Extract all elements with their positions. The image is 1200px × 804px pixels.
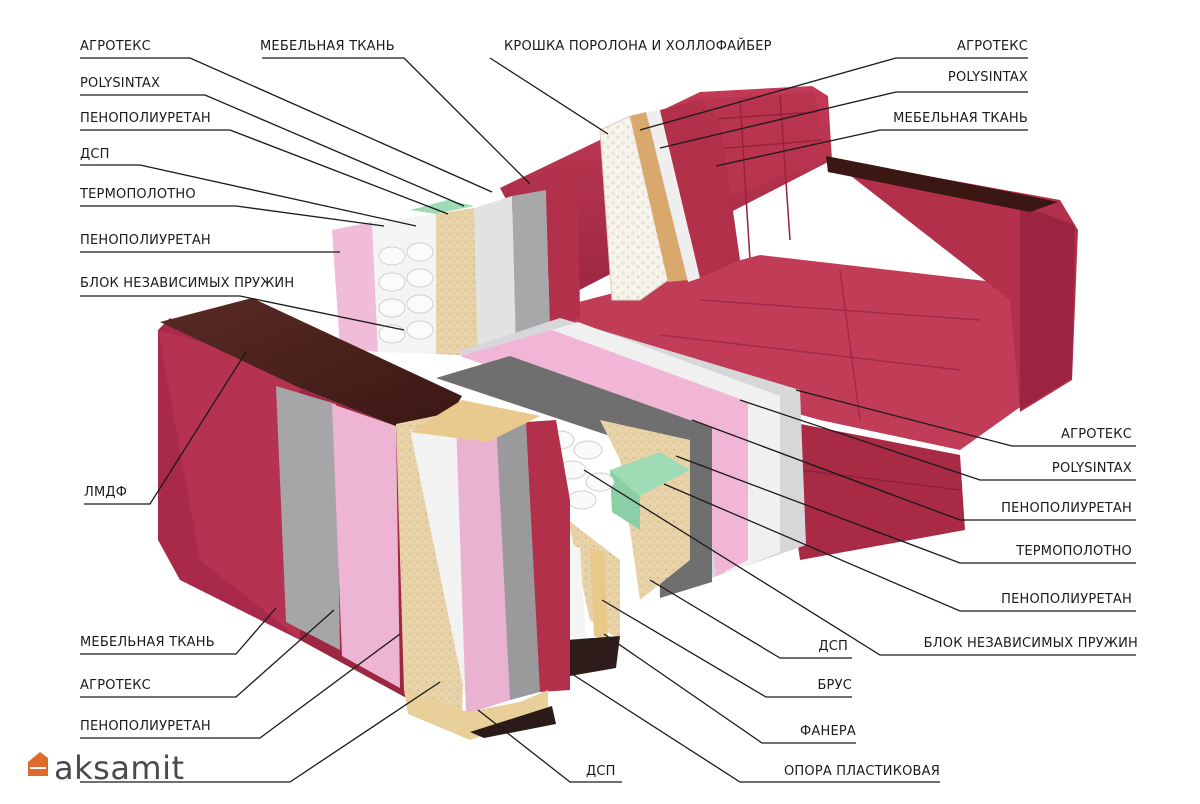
label-right-brus: БРУС: [817, 678, 852, 693]
left-armrest-cutaway: [158, 298, 570, 740]
leader-left-termopolotno: [80, 205, 385, 227]
leader-left-agrotex-2: [80, 609, 335, 698]
label-right-ppu-1: ПЕНОПОЛИУРЕТАН: [1001, 501, 1132, 516]
leader-right-brus: [601, 599, 852, 698]
label-bottom-dsp: ДСП: [586, 764, 616, 779]
label-right-fanera: ФАНЕРА: [799, 724, 856, 739]
leader-right-ppu-2: [663, 483, 1136, 612]
leader-right-polysintax-2: [739, 399, 1136, 481]
label-right-dsp-1: ДСП: [818, 639, 848, 654]
leader-left-ppu-1: [80, 129, 449, 215]
label-left-termopolotno: ТЕРМОПОЛОТНО: [80, 187, 196, 202]
seat-cutaway-layers: [436, 318, 806, 676]
leader-left-fabric: [80, 607, 277, 655]
label-left-agrotex-1: АГРОТЕКС: [80, 39, 151, 54]
leader-right-support: [571, 673, 940, 783]
label-left-agrotex-2: АГРОТЕКС: [80, 678, 151, 693]
label-left-lmdf: ЛМДФ: [84, 485, 128, 500]
leader-right-fabric: [715, 129, 1028, 167]
brand-logo: aksamit: [26, 748, 185, 788]
right-armrest: [826, 156, 1078, 412]
leader-right-agrotex-2: [795, 389, 1136, 447]
leader-bottom-dsp: [477, 709, 622, 783]
leader-right-dsp-1: [649, 579, 852, 659]
label-right-fabric: МЕБЕЛЬНАЯ ТКАНЬ: [893, 111, 1028, 126]
label-left-ppu-3: ПЕНОПОЛИУРЕТАН: [80, 719, 211, 734]
label-right-agrotex-2: АГРОТЕКС: [1061, 427, 1132, 442]
leader-right-spring-block: [583, 469, 1136, 656]
leader-left-ppu-3: [80, 633, 401, 739]
leader-left-spring-block: [80, 295, 405, 331]
leader-left-agrotex-1: [80, 57, 493, 193]
label-right-spring-block: БЛОК НЕЗАВИСИМЫХ ПРУЖИН: [923, 636, 1138, 651]
label-left-ppu-2: ПЕНОПОЛИУРЕТАН: [80, 233, 211, 248]
brand-wordmark: aksamit: [54, 749, 185, 787]
label-left-spring-block: БЛОК НЕЗАВИСИМЫХ ПРУЖИН: [80, 276, 295, 291]
label-left-ppu-1: ПЕНОПОЛИУРЕТАН: [80, 111, 211, 126]
label-right-ppu-2: ПЕНОПОЛИУРЕТАН: [1001, 592, 1132, 607]
leader-right-agrotex-1: [639, 57, 1028, 131]
pillow-cutaway: [599, 100, 740, 301]
sofa-seat: [548, 255, 1030, 560]
label-left-dsp: ДСП: [80, 147, 110, 162]
leader-top-crumbs: [489, 57, 609, 135]
label-right-polysintax-2: POLYSINTAX: [1051, 461, 1132, 476]
label-right-agrotex-1: АГРОТЕКС: [957, 39, 1028, 54]
label-top-fabric: МЕБЕЛЬНАЯ ТКАНЬ: [260, 39, 395, 54]
leader-right-polysintax-1: [659, 91, 1028, 149]
label-right-polysintax-1: POLYSINTAX: [947, 70, 1028, 85]
leader-right-termopolotno: [675, 455, 1136, 564]
leader-left-polysintax: [80, 94, 465, 207]
label-right-support: ОПОРА ПЛАСТИКОВАЯ: [784, 764, 940, 779]
leader-left-dsp: [80, 164, 417, 227]
back-cutaway-layers: [332, 178, 580, 356]
leader-left-bottom: [80, 681, 441, 783]
label-left-fabric: МЕБЕЛЬНАЯ ТКАНЬ: [80, 635, 215, 650]
leader-lines: [80, 57, 1136, 783]
leader-left-lmdf: [84, 351, 247, 505]
label-top-crumbs: КРОШКА ПОРОЛОНА И ХОЛЛОФАЙБЕР: [504, 39, 772, 54]
aksamit-logo-mark: [28, 752, 48, 776]
leader-right-fanera: [603, 633, 856, 744]
label-left-polysintax: POLYSINTAX: [80, 76, 161, 91]
leader-right-ppu-1: [691, 419, 1136, 521]
label-right-termopolotno: ТЕРМОПОЛОТНО: [1016, 544, 1132, 559]
leader-top-fabric: [262, 57, 531, 185]
